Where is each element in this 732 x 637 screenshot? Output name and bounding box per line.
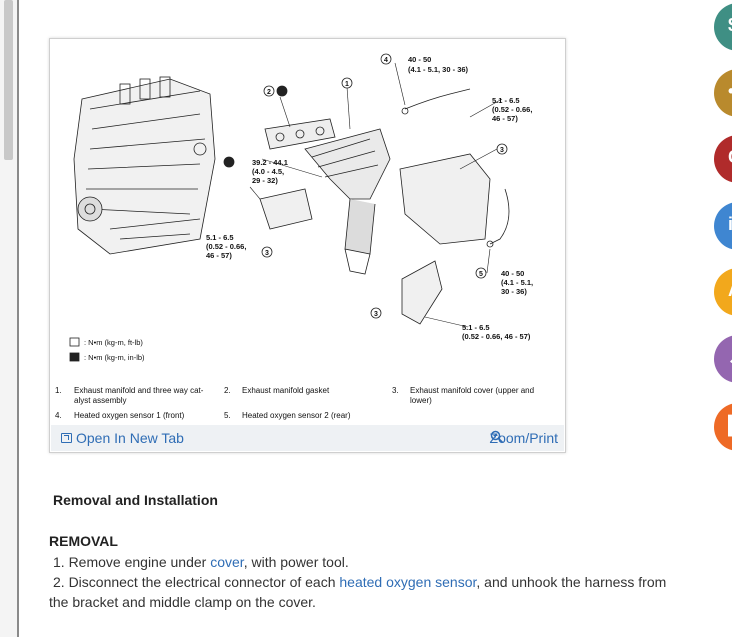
share-red-icon: C: [728, 147, 732, 168]
scrollbar-thumb[interactable]: [4, 0, 13, 160]
oxygen-sensors-drawing: [401, 88, 510, 248]
zoom-icon: [490, 430, 503, 444]
zoom-print-button[interactable]: Zoom/Print: [490, 430, 558, 446]
torque1-line2: (4.1 - 5.1, 30 - 36): [408, 65, 469, 74]
subsection-title: REMOVAL: [49, 533, 118, 549]
torque4-line1: 5.1 - 6.5: [206, 233, 234, 242]
svg-text:1: 1: [345, 81, 349, 88]
callout-labels: 1 2 4 3 3 5 3: [265, 57, 504, 318]
torque3-line2: (4.0 - 4.5,: [252, 167, 284, 176]
share-orange-button[interactable]: ▌: [714, 403, 732, 451]
share-orange-icon: ▌: [728, 415, 732, 436]
share-amber-button[interactable]: A: [714, 268, 732, 316]
share-blue-icon: i: [728, 214, 732, 234]
torque2-line2: (0.52 - 0.66,: [492, 105, 532, 114]
unit-legend-ftlb: : N•m (kg-m, ft-lb): [84, 338, 143, 347]
manifold-drawing: [304, 128, 391, 275]
diagram-figure: 1 2 4 3 3 5 3 40 - 50 (4.1 - 5.1, 30 - 36) 5…: [49, 38, 566, 453]
cover-link[interactable]: cover: [210, 554, 244, 570]
torque-wrench-icon: [69, 337, 80, 362]
svg-text:3: 3: [265, 250, 269, 257]
figure-toolbar: Open In New Tab Zoom/Print: [51, 425, 564, 451]
open-new-tab-label: Open In New Tab: [76, 430, 184, 446]
svg-text:3: 3: [374, 311, 378, 318]
engine-block-drawing: [73, 76, 216, 255]
exhaust-manifold-diagram: 1 2 4 3 3 5 3 40 - 50 (4.1 - 5.1, 30 - 36) 5…: [55, 53, 534, 420]
step-2-text: 2. Disconnect the electrical connector o…: [53, 574, 340, 590]
svg-text:4: 4: [384, 57, 388, 64]
legend-text-1b: alyst assembly: [74, 396, 126, 405]
torque5-line1: 40 - 50: [501, 269, 524, 278]
torque6-line1: 5.1 - 6.5: [462, 323, 490, 332]
left-border: [17, 0, 19, 637]
heat-shield-drawing: [259, 153, 491, 325]
share-amber-icon: A: [728, 280, 732, 301]
torque2-line1: 5.1 - 6.5: [492, 96, 520, 105]
share-dollar-button[interactable]: $: [714, 3, 732, 51]
share-gold-icon: •: [728, 81, 732, 102]
step-1-text-end: , with power tool.: [243, 554, 349, 570]
legend-text-2: Exhaust manifold gasket: [242, 386, 330, 395]
torque2-line3: 46 - 57): [492, 114, 518, 123]
left-scrollbar-track[interactable]: [0, 0, 17, 637]
step-1: 1. Remove engine under cover, with power…: [53, 552, 349, 572]
legend-num-1: 1.: [55, 386, 62, 395]
torque4-line3: 46 - 57): [206, 251, 232, 260]
step-2-text-end: , and unhook the harness from: [476, 574, 667, 590]
torque4-line2: (0.52 - 0.66,: [206, 242, 246, 251]
torque3-line3: 29 - 32): [252, 176, 278, 185]
share-purple-button[interactable]: ↗: [714, 335, 732, 383]
share-red-button[interactable]: C: [714, 135, 732, 183]
share-dollar-icon: $: [728, 15, 732, 36]
legend-text-5: Heated oxygen sensor 2 (rear): [242, 411, 351, 420]
torque1-line1: 40 - 50: [408, 55, 431, 64]
legend-text-1a: Exhaust manifold and three way cat-: [74, 386, 204, 395]
torque3-line1: 39.2 - 44.1: [252, 158, 288, 167]
step-1-text: 1. Remove engine under: [53, 554, 211, 570]
svg-text:3: 3: [500, 147, 504, 154]
torque5-line3: 30 - 36): [501, 287, 527, 296]
parts-legend: 1. Exhaust manifold and three way cat- a…: [55, 386, 534, 420]
unit-legend-inlb: : N•m (kg-m, in-lb): [84, 353, 145, 362]
open-new-tab-icon: [61, 433, 72, 443]
legend-text-3a: Exhaust manifold cover (upper and: [410, 386, 534, 395]
share-blue-button[interactable]: i: [714, 202, 732, 250]
legend-text-3b: lower): [410, 396, 432, 405]
legend-num-4: 4.: [55, 411, 62, 420]
legend-num-2: 2.: [224, 386, 231, 395]
svg-text:2: 2: [267, 89, 271, 96]
legend-num-5: 5.: [224, 411, 231, 420]
torque5-line2: (4.1 - 5.1,: [501, 278, 533, 287]
section-title: Removal and Installation: [53, 492, 218, 508]
heated-oxygen-sensor-link[interactable]: heated oxygen sensor: [339, 574, 477, 590]
callout-numbers: [223, 53, 508, 319]
legend-text-4: Heated oxygen sensor 1 (front): [74, 411, 185, 420]
step-2: 2. Disconnect the electrical connector o…: [53, 572, 666, 592]
share-gold-button[interactable]: •: [714, 69, 732, 117]
legend-num-3: 3.: [392, 386, 399, 395]
step-2-continued: the bracket and middle clamp on the cove…: [49, 594, 316, 610]
zoom-print-label: Zoom/Print: [489, 430, 558, 446]
svg-text:5: 5: [479, 271, 483, 278]
torque6-line2: (0.52 - 0.66, 46 - 57): [462, 332, 531, 341]
share-purple-icon: ↗: [728, 347, 732, 368]
open-new-tab-button[interactable]: Open In New Tab: [61, 430, 184, 446]
gasket-drawing: [264, 118, 336, 150]
